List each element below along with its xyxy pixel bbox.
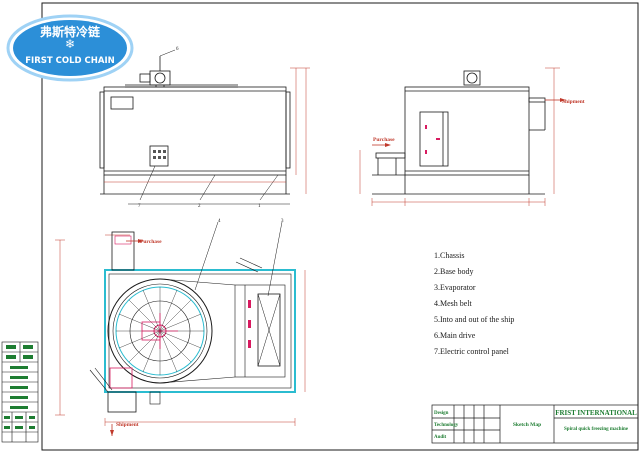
side-elevation-highlights [425, 125, 440, 154]
side-elevation-labels: Shipment Purchase [372, 98, 585, 147]
plan-dimensions [55, 234, 306, 426]
snowflake-icon: ❄ [65, 37, 75, 51]
shipment-side-label: Shipment [562, 99, 585, 105]
callout-6: 6 [176, 47, 179, 52]
plan-view-labels: Purchase Shipment [110, 239, 162, 436]
legend-item-7: 7.Electric control panel [434, 347, 510, 356]
purchase-plan-arrowhead [138, 239, 144, 243]
revision-strip [1, 341, 39, 443]
title-drawing-name: Sketch Map [513, 422, 541, 428]
title-row-technology: Technology [434, 423, 459, 428]
plan-outer-body [104, 269, 296, 393]
title-block-text: Design Technology Audit Sketch Map FRIST… [434, 409, 637, 440]
callout-7: 7 [138, 204, 141, 209]
parts-legend: 1.Chassis 2.Base body 3.Evaporator 4.Mes… [434, 251, 514, 356]
legend-item-3: 3.Evaporator [434, 283, 476, 292]
front-elevation-control-panel [153, 150, 166, 159]
outfeed-conveyor [107, 391, 137, 413]
evaporator-marks [248, 300, 251, 348]
legend-item-4: 4.Mesh belt [434, 299, 473, 308]
purchase-side-arrowhead [385, 143, 391, 147]
callout-1: 1 [258, 204, 261, 209]
legend-item-2: 2.Base body [434, 267, 474, 276]
front-elevation [99, 56, 291, 195]
drawing-frame [41, 2, 639, 451]
title-row-design: Design [434, 411, 449, 416]
purchase-plan-label: Purchase [140, 239, 162, 245]
legend-item-1: 1.Chassis [434, 251, 464, 260]
shipment-side-arrowhead [560, 98, 566, 102]
infeed-conveyor [111, 231, 135, 271]
title-product: Spiral quick freezing machine [564, 427, 629, 432]
company-logo: 弗斯特冷链 ❄ FIRST COLD CHAIN [6, 14, 134, 82]
front-elevation-callouts: 6 7 2 1 [138, 47, 261, 209]
callout-2: 2 [198, 204, 201, 209]
legend-item-6: 6.Main drive [434, 331, 476, 340]
evaporator [257, 293, 281, 367]
callout-4: 4 [218, 219, 221, 224]
side-elevation [372, 70, 546, 195]
logo-english-text: FIRST COLD CHAIN [25, 56, 115, 66]
title-company: FRIST INTERNATIONAL [555, 409, 637, 417]
side-elevation-dimensions [359, 67, 560, 206]
purchase-side-label: Purchase [373, 137, 395, 143]
logo-chinese-text: 弗斯特冷链 [40, 24, 101, 39]
front-elevation-dimensions [104, 67, 310, 194]
title-block [431, 404, 639, 444]
callout-3: 3 [281, 219, 284, 224]
title-row-audit: Audit [434, 435, 447, 440]
revision-strip-marks [4, 345, 35, 429]
shipment-plan-arrowhead [110, 430, 114, 436]
legend-item-5: 5.Into and out of the ship [434, 315, 514, 324]
front-elevation-leaders [128, 49, 290, 205]
logo-ellipse [13, 20, 127, 76]
plan-view: 4 3 [55, 219, 306, 426]
shipment-plan-label: Shipment [116, 422, 139, 428]
